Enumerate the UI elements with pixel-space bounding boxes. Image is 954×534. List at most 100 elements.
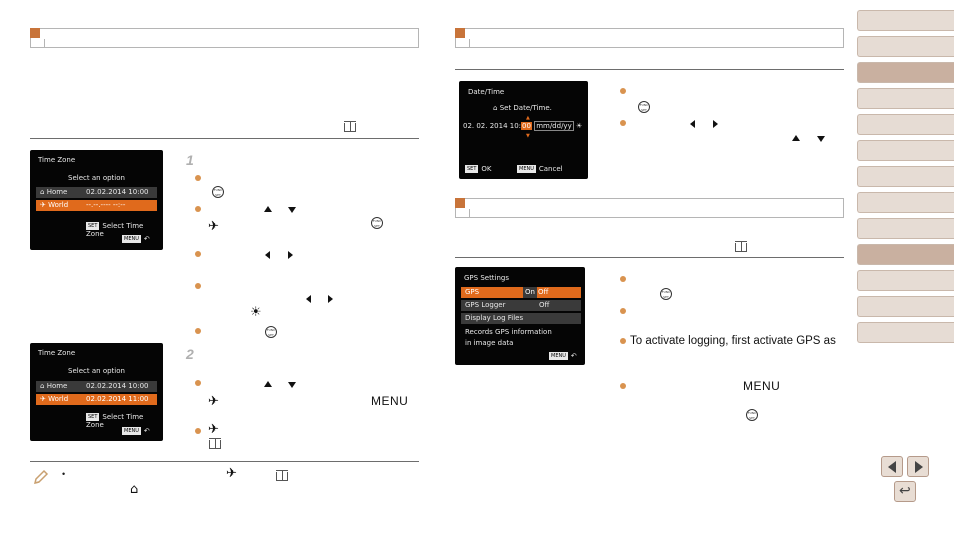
right-arrow-icon [713, 120, 718, 128]
return-arrow-icon: ↩ [899, 483, 911, 499]
sidebar-tab-12[interactable] [857, 296, 954, 317]
bullet [195, 328, 201, 334]
menu-button-label: MENU [371, 394, 409, 408]
section-square-icon [30, 28, 40, 38]
book-reference-icon[interactable] [276, 470, 288, 481]
plane-icon: ✈ [226, 466, 237, 481]
section-square-icon [455, 198, 465, 208]
up-arrow-icon [264, 381, 272, 387]
sidebar-tab-9[interactable] [857, 218, 954, 239]
book-reference-icon[interactable] [735, 241, 747, 252]
lcd-prompt: Select an option [68, 367, 125, 375]
lcd-title: Time Zone [38, 156, 76, 164]
date-row[interactable]: 02. 02. 2014 10:00 mm/dd/yy ☀ [463, 121, 583, 131]
next-arrow-icon [915, 461, 923, 473]
sidebar-tab-4[interactable] [857, 88, 954, 109]
date-format-field[interactable]: mm/dd/yy [534, 121, 574, 131]
back-arrow-icon: ↶ [143, 235, 150, 243]
gps-description-line1: Records GPS information [465, 328, 552, 336]
gps-row[interactable]: GPS On Off [461, 287, 581, 298]
time-zone-screen-1: Time Zone Select an option ⌂ Home 02.02.… [30, 150, 163, 250]
sidebar-tab-8[interactable] [857, 192, 954, 213]
home-icon: ⌂ [130, 482, 139, 497]
gps-on-option[interactable]: On [523, 287, 537, 298]
minutes-field[interactable]: 00 [521, 122, 532, 130]
bullet [620, 88, 626, 94]
step-2-number: 2 [186, 346, 194, 362]
home-row[interactable]: ⌂ Home 02.02.2014 10:00 [36, 187, 157, 198]
bullet [620, 276, 626, 282]
section-header-left [30, 28, 419, 48]
bullet [620, 383, 626, 389]
book-reference-icon[interactable] [209, 438, 221, 449]
section-header-right-2 [455, 198, 844, 218]
plane-icon: ✈ [208, 219, 219, 234]
back-arrow-icon: ↶ [143, 427, 150, 435]
gps-off-option[interactable]: Off [538, 288, 549, 296]
return-button[interactable]: ↩ [894, 481, 916, 502]
daylight-saving-icon: ☀ [250, 305, 262, 320]
up-arrow-icon [792, 135, 800, 141]
section-square-icon [455, 28, 465, 38]
bullet [195, 283, 201, 289]
plane-icon: ✈ [208, 422, 219, 437]
bullet [620, 308, 626, 314]
bullet [195, 206, 201, 212]
time-zone-screen-2: Time Zone Select an option ⌂ Home 02.02.… [30, 343, 163, 441]
previous-arrow-icon [888, 461, 896, 473]
sidebar-tab-5[interactable] [857, 114, 954, 135]
sidebar-tab-11[interactable] [857, 270, 954, 291]
book-reference-icon[interactable] [344, 121, 356, 132]
up-arrow-icon [264, 206, 272, 212]
sidebar-tab-3[interactable] [857, 62, 954, 83]
lcd-title: Date/Time [468, 88, 505, 96]
display-log-files-row[interactable]: Display Log Files [461, 313, 581, 324]
date-time-screen: Date/Time ⌂ Set Date/Time. ▲ 02. 02. 201… [459, 81, 588, 179]
world-row[interactable]: ✈ World 02.02.2014 11:00 [36, 394, 157, 405]
gps-logger-row[interactable]: GPS Logger Off [461, 300, 581, 311]
note-bullet: • [62, 469, 66, 479]
menu-back-hint: MENU↶ [122, 427, 150, 435]
right-arrow-icon [328, 295, 333, 303]
lcd-prompt: ⌂ Set Date/Time. [493, 104, 552, 112]
menu-button-label: MENU [743, 379, 781, 393]
sidebar-tab-10[interactable] [857, 244, 954, 265]
sidebar-tab-1[interactable] [857, 10, 954, 31]
lcd-title: Time Zone [38, 349, 76, 357]
left-arrow-icon [265, 251, 270, 259]
bullet [620, 120, 626, 126]
left-arrow-icon [306, 295, 311, 303]
sidebar-tab-6[interactable] [857, 140, 954, 161]
home-row[interactable]: ⌂ Home 02.02.2014 10:00 [36, 381, 157, 392]
sidebar-tab-13[interactable] [857, 322, 954, 343]
bullet [195, 175, 201, 181]
menu-back-hint: MENU↶ [122, 235, 150, 243]
plane-icon: ✈ [40, 201, 46, 209]
down-indicator-icon: ▼ [526, 133, 530, 139]
back-arrow-icon: ↶ [570, 352, 577, 360]
plane-icon: ✈ [208, 394, 219, 409]
down-arrow-icon [288, 382, 296, 388]
world-row[interactable]: ✈ World --.--.---- --:-- [36, 200, 157, 211]
left-arrow-icon [690, 120, 695, 128]
bullet [195, 251, 201, 257]
right-arrow-icon [288, 251, 293, 259]
next-page-button[interactable] [907, 456, 929, 477]
lcd-title: GPS Settings [464, 274, 510, 282]
up-indicator-icon: ▲ [526, 115, 530, 121]
logging-instruction-text: To activate logging, first activate GPS … [630, 335, 836, 347]
menu-back-hint: MENU↶ [549, 352, 577, 360]
previous-page-button[interactable] [881, 456, 903, 477]
sidebar-tab-2[interactable] [857, 36, 954, 57]
sidebar-tab-7[interactable] [857, 166, 954, 187]
